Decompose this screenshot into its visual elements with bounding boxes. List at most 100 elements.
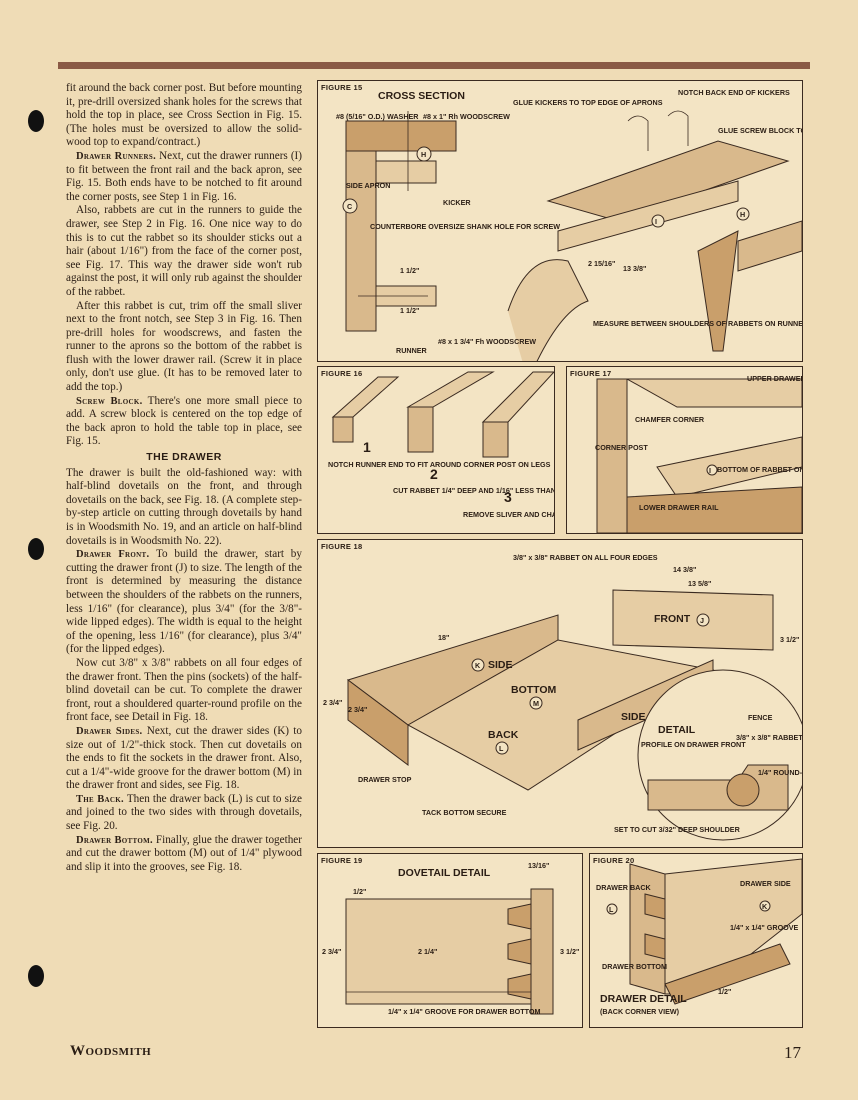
figure-number: FIGURE 19 <box>321 856 363 865</box>
detail-circle <box>637 669 802 841</box>
binder-hole <box>28 965 44 987</box>
paragraph: Screw Block. There's one more small piec… <box>66 395 302 449</box>
paragraph: Drawer Runners. Next, cut the drawer run… <box>66 150 302 204</box>
through-dovetails <box>644 893 666 960</box>
dimension: 13 3/8" <box>623 264 646 273</box>
label-k: K <box>475 661 481 670</box>
label-circle <box>342 198 358 214</box>
dimension: 18" <box>438 633 449 642</box>
run-in-heading: The Back. <box>76 793 124 805</box>
drawer-back <box>347 679 409 766</box>
label-groove: 1/4" x 1/4" GROOVE FOR DRAWER BOTTOM <box>388 1007 540 1016</box>
label-i: I <box>655 217 657 226</box>
label-side: SIDE <box>621 711 646 723</box>
figure-15: FIGURE 15 CROSS SECTION #8 (5/16" O.D.) … <box>317 80 803 362</box>
figure-number: FIGURE 15 <box>321 83 363 92</box>
paragraph-text: Finally, glue the drawer together and cu… <box>66 833 302 873</box>
label-h: H <box>421 150 426 159</box>
dovetails <box>507 903 532 1000</box>
dimension: 3 1/2" <box>560 947 579 956</box>
step-number: 2 <box>430 466 438 482</box>
step-text: REMOVE SLIVER AND CHAMFER CORNER <box>463 510 554 519</box>
label-back: BACK <box>488 729 519 741</box>
label-notch-back: NOTCH BACK END OF KICKERS <box>678 88 790 97</box>
page-number: 17 <box>784 1043 801 1062</box>
label-j: J <box>700 616 704 625</box>
dimension: 1 1/2" <box>400 266 419 275</box>
paragraph: fit around the back corner post. But bef… <box>66 82 302 149</box>
dimension: 1/2" <box>353 887 366 896</box>
runner-step-2-end <box>407 406 434 453</box>
label-kicker: KICKER <box>443 198 471 207</box>
figure-subtitle: (BACK CORNER VIEW) <box>600 1007 680 1016</box>
label-lower-rail: LOWER DRAWER RAIL <box>639 503 719 512</box>
label-circle <box>606 903 618 915</box>
figure-number: FIGURE 17 <box>570 369 612 378</box>
label-round-over-bit: 1/4" ROUND-OVER BIT <box>758 768 802 777</box>
label-m: M <box>533 699 539 708</box>
label-corner-post: CORNER POST <box>595 443 648 452</box>
dimension: 2 3/4" <box>348 705 367 714</box>
magazine-name: Woodsmith <box>70 1043 152 1059</box>
table-top-section <box>345 120 457 152</box>
paragraph: Also, rabbets are cut in the runners to … <box>66 204 302 298</box>
paragraph-text: Next, cut the drawer runners (I) to fit … <box>66 149 302 203</box>
drawer-bottom-part <box>664 943 791 1005</box>
dimension: 2 15/16" <box>588 259 615 268</box>
label-drawer-side: DRAWER SIDE <box>740 879 791 888</box>
detail-subtitle: PROFILE ON DRAWER FRONT <box>641 740 746 749</box>
step-number: 1 <box>363 439 371 455</box>
figure-16-illustration: 1 NOTCH RUNNER END TO FIT AROUND CORNER … <box>328 371 554 519</box>
dimension: 14 3/8" <box>673 565 696 574</box>
run-in-heading: Drawer Front. <box>76 549 150 561</box>
leg-iso <box>697 230 739 352</box>
label-l: L <box>609 905 614 914</box>
label-i: I <box>709 466 711 475</box>
figure-16: FIGURE 16 1 NOTCH RUNNER END TO FIT AROU… <box>317 366 555 534</box>
label-circle <box>696 613 710 627</box>
label-drawer-back: DRAWER BACK <box>596 883 652 892</box>
top-rule <box>58 62 810 69</box>
dimension: 2 3/4" <box>322 947 341 956</box>
run-in-heading: Drawer Runners. <box>76 150 157 162</box>
figure-17-illustration: I UPPER DRAWER RAIL CHAMFER CORNER CORNE… <box>595 374 802 533</box>
label-circle <box>495 741 509 755</box>
figure-20: FIGURE 20 DRAWER BACK L DRAWER SIDE K 1/… <box>589 853 803 1028</box>
label-bottom: BOTTOM <box>511 684 557 696</box>
figure-18: FIGURE 18 3/8" x 3/8" RABBET ON ALL FOUR… <box>317 539 803 848</box>
label-side-apron: SIDE APRON <box>346 181 390 190</box>
label-drawer-bottom: DRAWER BOTTOM <box>602 962 667 971</box>
label-rh-screw: #8 x 1" Rh WOODSCREW <box>423 112 510 121</box>
runner-step-1-end <box>332 416 354 443</box>
paragraph: The drawer is built the old-fashioned wa… <box>66 466 302 547</box>
paragraph: Now cut 3/8" x 3/8" rabbets on all four … <box>66 656 302 724</box>
paragraph: Drawer Sides. Next, cut the drawer sides… <box>66 725 302 793</box>
dimension: 3 1/2" <box>780 635 799 644</box>
label-drawer-stop: DRAWER STOP <box>358 775 412 784</box>
figure-15-illustration: CROSS SECTION #8 (5/16" O.D.) WASHER #8 … <box>336 88 802 361</box>
label-measure: MEASURE BETWEEN SHOULDERS OF RABBETS ON … <box>593 319 802 328</box>
label-bottom-rabbet: BOTTOM OF RABBET ON RUNNER IS FLUSH WITH… <box>717 465 802 474</box>
article-column: fit around the back corner post. But bef… <box>66 82 302 874</box>
lower-rail <box>626 486 802 533</box>
label-circle <box>651 214 665 228</box>
paragraph-text: To build the drawer, start by cutting th… <box>66 548 302 656</box>
dimension: 2 3/4" <box>323 698 342 707</box>
detail-title: DETAIL <box>658 724 696 736</box>
figure-title: DRAWER DETAIL <box>600 993 687 1005</box>
dimension: 1 1/2" <box>400 306 419 315</box>
apron-iso <box>737 220 802 272</box>
figure-17: FIGURE 17 I UPPER DRAWER RAIL CHAMFER CO… <box>566 366 803 534</box>
label-washer: #8 (5/16" O.D.) WASHER <box>336 112 419 121</box>
label-l: L <box>499 744 504 753</box>
cabriole-leg <box>507 259 589 361</box>
paragraph-text: Next, cut the drawer sides (K) to size o… <box>66 724 303 792</box>
binder-hole <box>28 110 44 132</box>
clamp-icon <box>627 110 689 151</box>
label-fence: FENCE <box>748 713 773 722</box>
label-c: C <box>347 202 352 211</box>
run-in-heading: Screw Block. <box>76 395 143 407</box>
label-circle <box>529 696 543 710</box>
runner-step-3 <box>481 371 554 423</box>
label-tack-bottom: TACK BOTTOM SECURE <box>422 808 507 817</box>
